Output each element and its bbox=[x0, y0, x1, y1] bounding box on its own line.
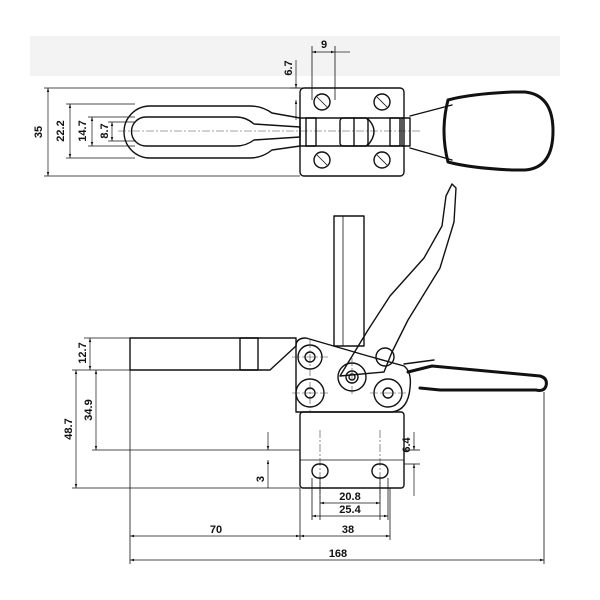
dim-arm-height: 12.7 bbox=[77, 342, 89, 363]
background-band bbox=[30, 36, 560, 76]
lever-side bbox=[339, 183, 457, 377]
dim-hole-spacing-inner: 20.8 bbox=[339, 491, 360, 503]
clamp-body-side bbox=[295, 337, 412, 413]
dim-total-height: 48.7 bbox=[63, 418, 75, 439]
arm-outline bbox=[123, 105, 301, 159]
dim-base-thickness: 3 bbox=[255, 476, 267, 482]
base-plate-top bbox=[299, 87, 405, 177]
spindle-upright bbox=[333, 215, 365, 347]
dim-base-length: 38 bbox=[342, 524, 354, 536]
arm-inner-slot bbox=[130, 116, 301, 147]
dim-pad-offset: 6.7 bbox=[283, 60, 295, 75]
dim-slot-width: 8.7 bbox=[99, 123, 111, 138]
dim-overall-width: 35 bbox=[33, 126, 45, 138]
top-view: 35 22.2 14.7 8.7 9 6.7 bbox=[33, 39, 555, 177]
pivot-points bbox=[292, 340, 408, 412]
dim-outer-slot: 22.2 bbox=[55, 120, 67, 141]
dim-base-offset: 6.4 bbox=[401, 436, 413, 452]
side-view: 12.7 48.7 34.9 3 6.4 20.8 25.4 38 70 168 bbox=[63, 183, 548, 564]
handle-grip-top bbox=[442, 90, 555, 172]
dim-pad-width: 9 bbox=[321, 39, 327, 51]
dim-hole-spacing-outer: 25.4 bbox=[339, 504, 361, 516]
dim-inner-slot: 14.7 bbox=[77, 120, 89, 141]
mounting-holes-top bbox=[313, 93, 391, 169]
mounting-holes-side bbox=[311, 463, 389, 479]
arm-side bbox=[129, 337, 297, 371]
dim-arm-reach: 70 bbox=[210, 524, 222, 536]
dim-pivot-height: 34.9 bbox=[83, 399, 95, 420]
dim-overall-length: 168 bbox=[329, 548, 347, 560]
handle-grip-side bbox=[406, 364, 548, 392]
